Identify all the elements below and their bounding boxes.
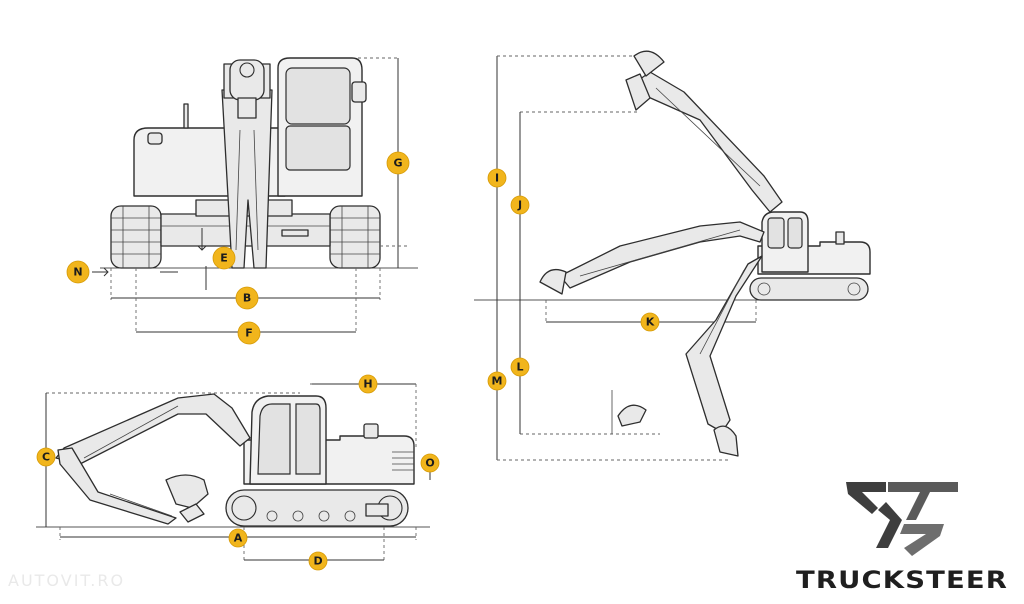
badge-h: H	[358, 374, 378, 394]
badge-l: L	[510, 357, 530, 377]
badge-n: N	[66, 260, 90, 284]
svg-text:O: O	[425, 457, 434, 470]
badge-c: C	[36, 447, 56, 467]
badge-k: K	[640, 312, 660, 332]
svg-text:N: N	[73, 266, 82, 279]
trucksteer-logo: TRUCKSTEER	[796, 482, 1008, 594]
svg-text:H: H	[363, 378, 372, 391]
badge-d: D	[308, 551, 328, 571]
svg-text:K: K	[646, 316, 655, 329]
range-machine	[749, 211, 871, 301]
svg-text:B: B	[243, 292, 251, 305]
svg-text:A: A	[234, 532, 243, 545]
left-track	[110, 205, 162, 269]
svg-text:J: J	[517, 199, 522, 212]
badge-i: I	[487, 168, 507, 188]
badge-e: E	[212, 246, 236, 270]
badge-o: O	[420, 453, 440, 473]
dimension-badges: N E B F G H C O A D I J K L M	[36, 151, 660, 571]
badge-b: B	[235, 286, 259, 310]
svg-text:G: G	[393, 157, 402, 170]
front-view	[92, 57, 418, 334]
badge-m: M	[487, 371, 507, 391]
badge-g: G	[386, 151, 410, 175]
right-track	[329, 205, 381, 269]
svg-text:C: C	[42, 451, 50, 464]
watermark-text: AUTOVIT.RO	[8, 571, 125, 590]
svg-text:I: I	[495, 172, 499, 185]
svg-text:E: E	[220, 252, 228, 265]
trucksteer-wordmark: TRUCKSTEER	[796, 566, 1008, 594]
badge-j: J	[510, 195, 530, 215]
svg-text:M: M	[492, 375, 503, 388]
badge-a: A	[228, 528, 248, 548]
trucksteer-logo-mark	[846, 482, 958, 556]
svg-text:D: D	[313, 555, 322, 568]
svg-text:F: F	[245, 327, 253, 340]
side-view	[36, 383, 431, 562]
svg-text:L: L	[516, 361, 523, 374]
working-range-view	[474, 50, 871, 461]
badge-f: F	[237, 321, 261, 345]
side-track	[225, 489, 409, 527]
